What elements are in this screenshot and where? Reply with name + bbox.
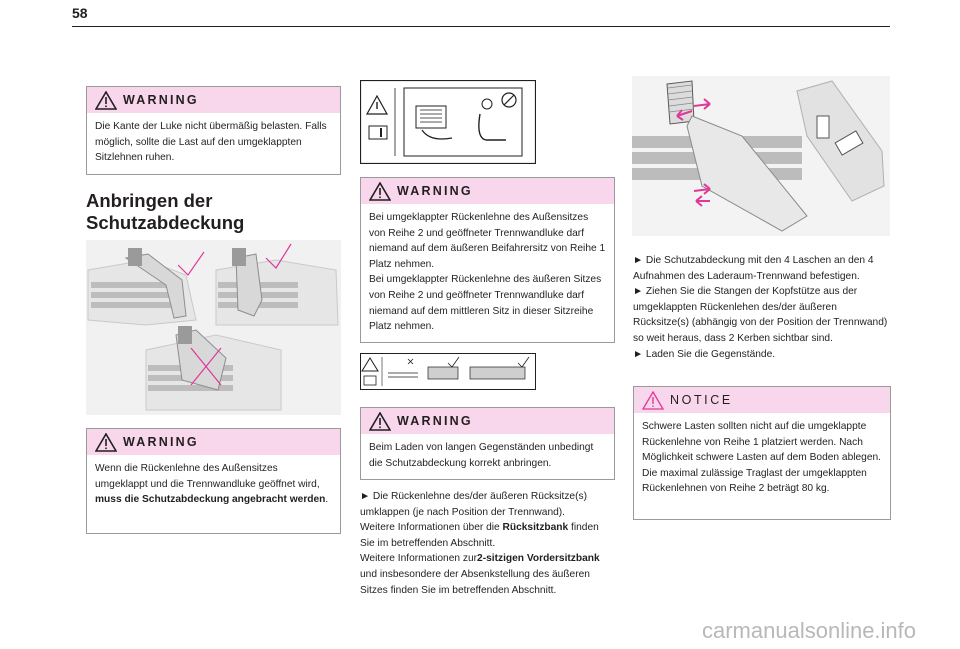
warning-text: Die Kante der Luke nicht übermäßig belas…	[95, 121, 327, 164]
warning-text: Beim Laden von langen Gegenständen unbed…	[369, 442, 594, 469]
step-item: ► Ziehen Sie die Stangen der Kopfstütze …	[633, 286, 888, 344]
diagram-correct-2	[215, 243, 339, 326]
warning-text: Bei umgeklappter Rückenlehne des Außensi…	[369, 212, 606, 333]
cover-installation-illustration	[86, 240, 341, 415]
header-rule	[72, 26, 890, 27]
warning-header: WARNING	[361, 408, 614, 434]
instruction-text: ► Die Rückenlehne des/der äußeren Rücksi…	[360, 491, 600, 596]
warning-header: WARNING	[361, 178, 614, 204]
warning-title: WARNING	[123, 435, 199, 449]
notice-title: NOTICE	[670, 393, 733, 407]
notice-text: Schwere Lasten sollten nicht auf die umg…	[642, 421, 881, 495]
cover-steps-text: ► Die Schutzabdeckung mit den 4 Laschen …	[633, 253, 891, 362]
warning-text: Wenn die Rückenlehne des Außensitzes umg…	[95, 463, 329, 506]
warning-box-cover-required: WARNING Wenn die Rückenlehne des Außensi…	[86, 428, 341, 534]
diagram-incorrect	[145, 326, 282, 411]
warning-triangle-icon	[95, 432, 117, 452]
notice-header: NOTICE	[634, 387, 890, 413]
watermark: carmanualsonline.info	[702, 618, 917, 643]
warning-header: WARNING	[87, 87, 340, 113]
step-item: ► Laden Sie die Gegenstände.	[633, 348, 776, 360]
warning-title: WARNING	[397, 414, 473, 428]
warning-box-seat-occupancy: WARNING Bei umgeklappter Rückenlehne des…	[360, 177, 615, 343]
diagram-correct-1	[87, 248, 205, 326]
warning-title: WARNING	[123, 93, 199, 107]
warning-triangle-icon	[369, 411, 391, 431]
warning-header: WARNING	[87, 429, 340, 455]
warning-triangle-icon	[369, 181, 391, 201]
section-heading: Anbringen der Schutzabdeckung	[86, 190, 245, 233]
notice-box-load-limits: NOTICE Schwere Lasten sollten nicht auf …	[633, 386, 891, 520]
step-item: ► Die Schutzabdeckung mit den 4 Laschen …	[633, 255, 874, 282]
headrest-detail	[796, 80, 885, 202]
load-label-illustration	[360, 353, 536, 390]
page-number: 58	[72, 5, 88, 21]
warning-triangle-icon	[95, 90, 117, 110]
cover-attachment-illustration	[632, 76, 890, 236]
warning-box-long-objects: WARNING Beim Laden von langen Gegenständ…	[360, 407, 615, 480]
seat-icon	[415, 92, 517, 141]
warning-title: WARNING	[397, 184, 473, 198]
notice-triangle-icon	[642, 390, 664, 410]
warning-box-edge-load: WARNING Die Kante der Luke nicht übermäß…	[86, 86, 341, 175]
seat-warning-label-illustration	[360, 80, 536, 164]
